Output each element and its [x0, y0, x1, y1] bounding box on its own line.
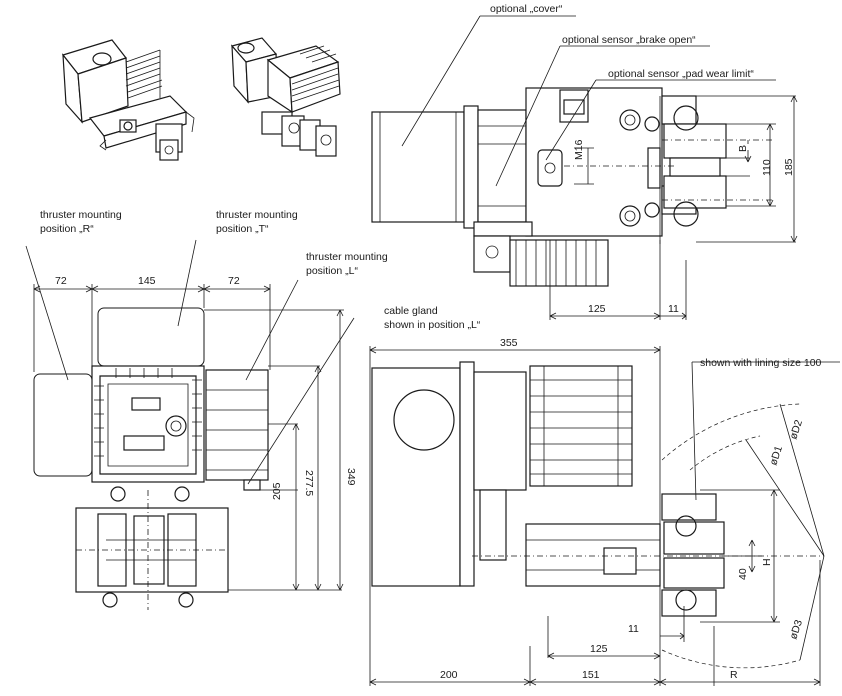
leader-lines [25, 15, 840, 501]
dim-phi-d3: øD3 [787, 618, 805, 641]
label-thruster-t-1: thruster mounting [216, 209, 298, 221]
dim-h: H [761, 558, 773, 566]
dim-11-top: 11 [668, 303, 679, 315]
label-sensor-brake-open: optional sensor „brake open“ [562, 34, 696, 46]
label-optional-cover: optional „cover“ [490, 3, 563, 15]
dim-355: 355 [500, 337, 518, 349]
front-view-left [33, 284, 344, 610]
label-thruster-r-2: position „R“ [40, 223, 94, 235]
side-view-top [371, 87, 798, 320]
dim-r: R [730, 669, 738, 681]
dim-349: 349 [345, 468, 357, 486]
side-view-bottom [369, 346, 825, 686]
dim-145: 145 [138, 275, 156, 287]
dim-125-bottom: 125 [590, 643, 608, 655]
dim-151: 151 [582, 669, 600, 681]
label-thruster-l-1: thruster mounting [306, 251, 388, 263]
dim-m16: M16 [573, 139, 585, 160]
dim-185: 185 [783, 158, 795, 176]
dim-phi-d1: øD1 [767, 444, 785, 467]
callout-labels: optional „cover“ optional sensor „brake … [40, 3, 822, 369]
isometric-view-1 [61, 39, 195, 161]
dim-72-left: 72 [55, 275, 67, 287]
dim-40: 40 [737, 568, 749, 580]
label-thruster-l-2: position „L“ [306, 265, 358, 277]
dim-phi-d2: øD2 [787, 418, 805, 441]
label-cable-gland-1: cable gland [384, 305, 438, 317]
label-cable-gland-2: shown in position „L“ [384, 319, 481, 331]
label-sensor-pad-wear: optional sensor „pad wear limit“ [608, 68, 754, 80]
dim-110: 110 [761, 159, 773, 176]
dim-200: 200 [440, 669, 458, 681]
isometric-view-2 [230, 37, 341, 157]
dim-205: 205 [271, 482, 283, 500]
dim-125-top: 125 [588, 303, 606, 315]
label-lining-note: shown with lining size 100 [700, 357, 822, 369]
dimension-labels: 72 145 72 349 277.5 205 355 125 11 M16 B… [55, 139, 805, 681]
dim-b: B [737, 145, 749, 152]
dim-11-bottom: 11 [628, 623, 639, 635]
dim-72-right: 72 [228, 275, 240, 287]
dim-277-5: 277.5 [303, 470, 315, 496]
label-thruster-t-2: position „T“ [216, 223, 269, 235]
label-thruster-r-1: thruster mounting [40, 209, 122, 221]
